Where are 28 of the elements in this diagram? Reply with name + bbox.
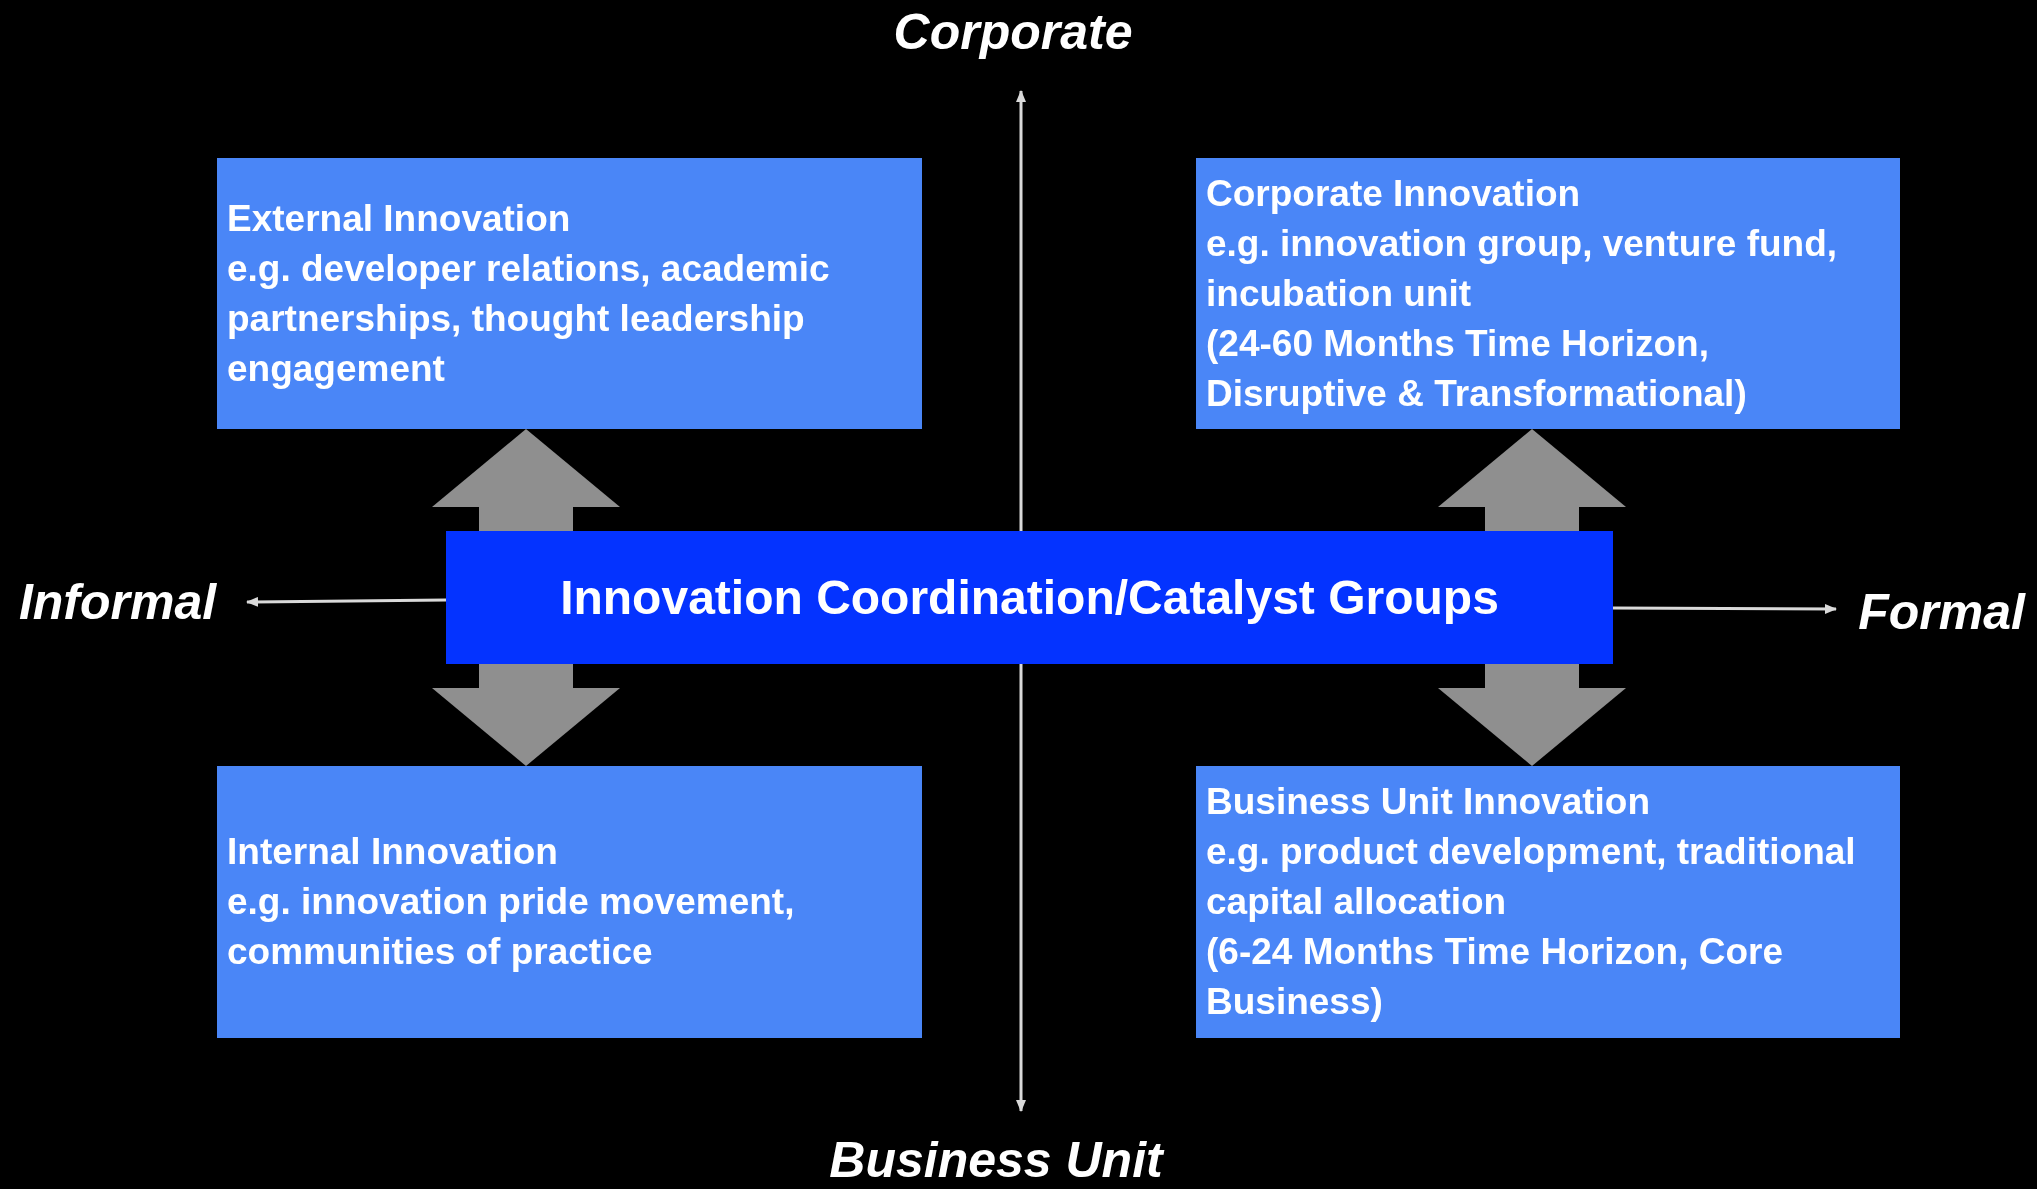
axis-arrow: [1613, 603, 1837, 614]
block-arrow: [432, 664, 620, 766]
innovation-box: [1196, 766, 1900, 1038]
box-heading: Innovation Coordination/Catalyst Groups: [560, 570, 1499, 625]
block-arrow: [1438, 664, 1626, 766]
box-heading: Business Unit Innovation: [1206, 780, 1652, 824]
box-heading: External Innovation: [227, 196, 572, 241]
axis-label: Formal: [1858, 583, 2025, 641]
axis-label: Informal: [18, 573, 217, 631]
box-heading: Internal Innovation: [227, 830, 559, 874]
block-arrow: [432, 429, 620, 531]
box-text: e.g. innovation pride movement, communities of practice: [227, 880, 796, 974]
axis-arrow: [246, 596, 446, 607]
box-text: (6-24 Months Time Horizon, Core Business): [1206, 930, 1784, 1024]
innovation-box: [217, 766, 922, 1038]
box-text: (24-60 Months Time Horizon, Disruptive & Transformational): [1206, 321, 1748, 416]
axis-arrow: [1016, 664, 1026, 1112]
innovation-box: [1196, 158, 1900, 429]
box-text: e.g. developer relations, academic partnerships, thought leadership engagement: [227, 246, 831, 391]
axis-label: Business Unit: [829, 1130, 1163, 1189]
box-text: e.g. product development, traditional capital allocation: [1206, 830, 1857, 924]
axis-arrow: [1016, 90, 1026, 531]
box-heading: Corporate Innovation: [1206, 171, 1582, 216]
axis-label: Corporate: [893, 3, 1133, 61]
innovation-box: [217, 158, 922, 429]
box-text: e.g. innovation group, venture fund, incubation unit: [1206, 221, 1839, 316]
coordination-box: [446, 531, 1613, 664]
block-arrow: [1438, 429, 1626, 531]
